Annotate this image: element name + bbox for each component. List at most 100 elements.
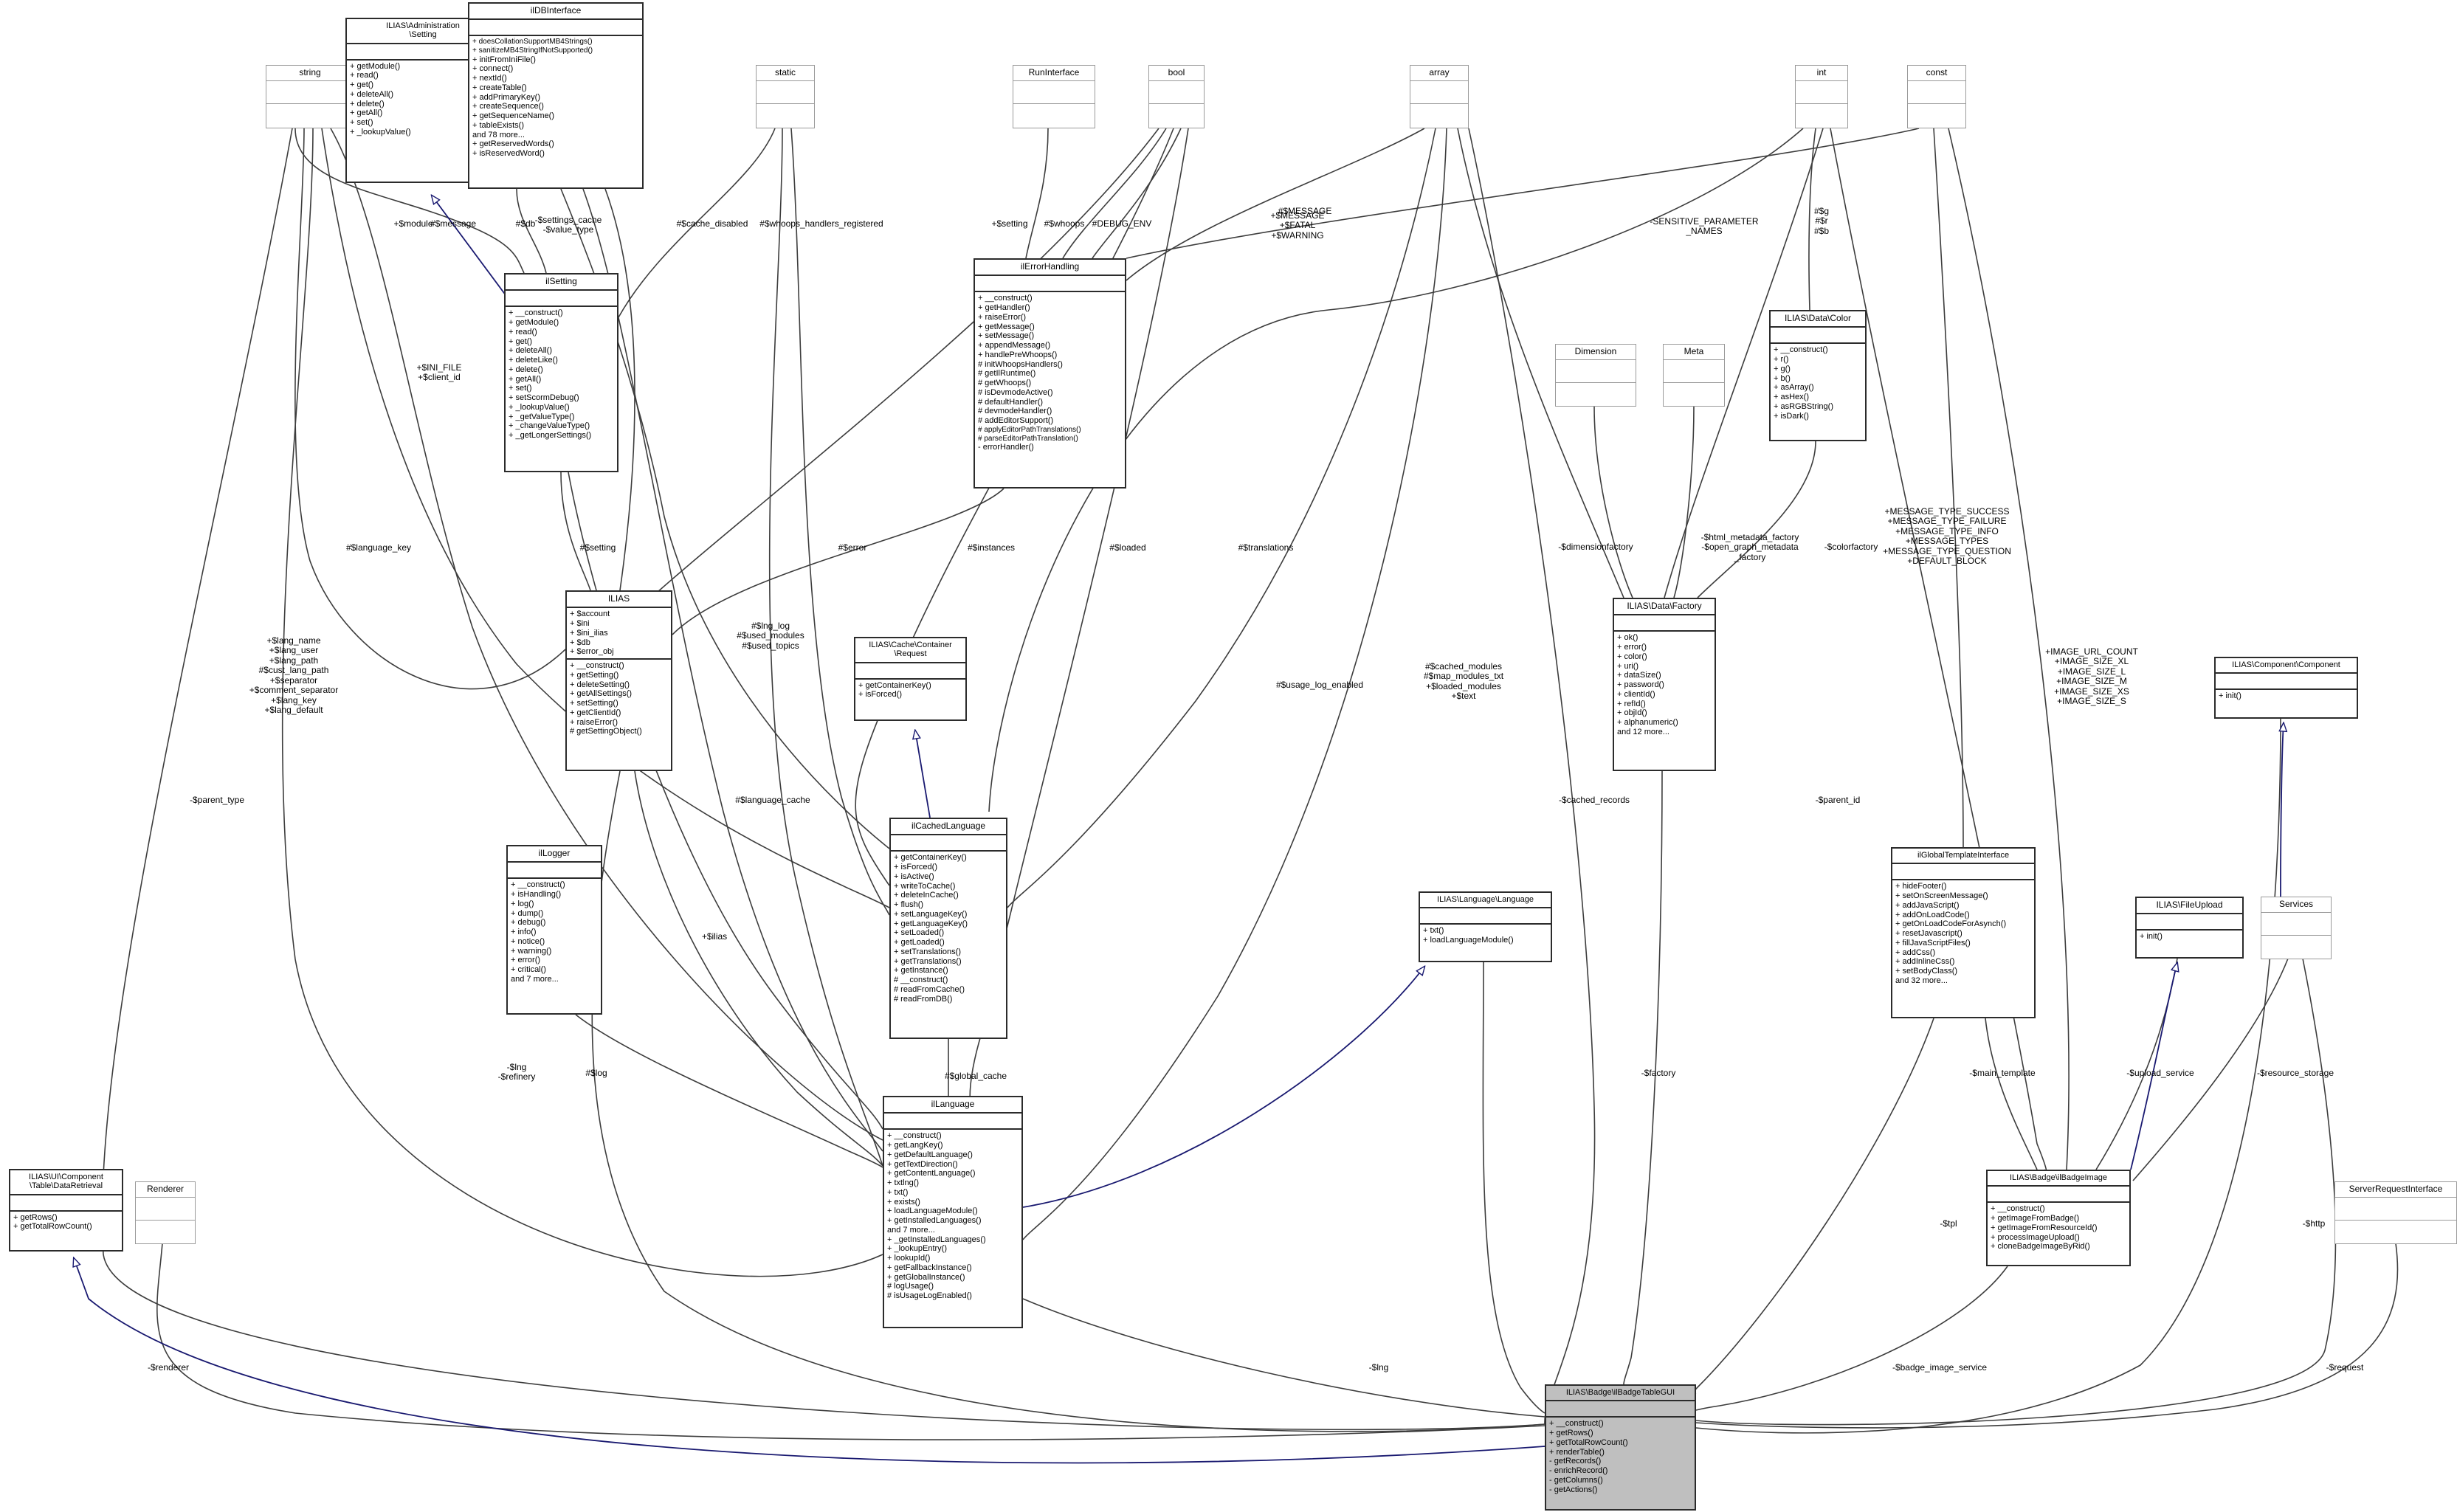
edge-label-upload-service: -$upload_service <box>2126 1068 2194 1078</box>
class-operation: + ok() <box>1617 633 1638 643</box>
class-node-operations: + __construct()+ getImageFromBadge()+ ge… <box>1988 1203 2129 1254</box>
class-node-attributes <box>757 81 814 105</box>
class-node-ilglobaltemplateinterface[interactable]: ilGlobalTemplateInterface+ hideFooter()+… <box>1891 847 2036 1018</box>
class-node-attributes <box>975 276 1125 293</box>
edge-label-ilias-lbl: +$ilias <box>701 931 728 942</box>
class-operation: + renderTable() <box>1549 1447 1605 1457</box>
class-node-ilias-data-color[interactable]: ILIAS\Data\Color+ __construct()+ r()+ g(… <box>1769 310 1867 441</box>
class-node-title: const <box>1908 66 1965 82</box>
class-node-ilcachedlanguage[interactable]: ilCachedLanguage+ getContainerKey()+ isF… <box>889 818 1007 1039</box>
class-node-operations <box>136 1221 195 1243</box>
class-operation: + __construct() <box>887 1131 942 1141</box>
class-node-ilerrorhandling[interactable]: ilErrorHandling + __construct()+ getHandl… <box>974 258 1126 489</box>
class-operation: + connect() <box>472 64 514 74</box>
class-node-operations: + init() <box>2216 690 2357 703</box>
edge-label-http-lbl: -$http <box>2302 1218 2326 1229</box>
class-operation: # initWhoopsHandlers() <box>978 359 1063 369</box>
class-node-illogger[interactable]: ilLogger+ __construct()+ isHandling()+ l… <box>506 845 602 1015</box>
class-operation: + getTextDirection() <box>887 1159 958 1169</box>
class-node-string[interactable]: string <box>266 65 354 128</box>
class-node-operations <box>2261 936 2331 959</box>
class-operation: + __construct() <box>978 294 1033 303</box>
class-node-services[interactable]: Services <box>2261 897 2332 960</box>
edge-label-settings-cache: -$settings_cache -$value_type <box>534 215 602 235</box>
class-operation: + __construct() <box>1549 1419 1604 1429</box>
class-attribute: + $db <box>570 638 590 647</box>
class-node-title: ILIAS\Data\Factory <box>1614 599 1715 616</box>
class-operation: + deleteAll() <box>350 89 394 99</box>
edge-label-factory-lbl: -$factory <box>1641 1068 1676 1078</box>
class-node-title: ILIAS\Cache\Container \Request <box>855 638 965 663</box>
class-node-ilias-cache-container-request[interactable]: ILIAS\Cache\Container \Request + getConta… <box>854 637 967 721</box>
class-operation: + txtlng() <box>887 1178 920 1188</box>
class-node-ilias[interactable]: ILIAS+ $account+ $ini+ $ini_ilias+ $db+ … <box>565 590 672 771</box>
class-operation: + dataSize() <box>1617 671 1661 680</box>
class-operation: + getContentLanguage() <box>887 1169 976 1178</box>
class-operation: + raiseError() <box>570 717 618 727</box>
class-node-const[interactable]: const <box>1907 65 1966 128</box>
class-operation: + getRows() <box>1549 1429 1593 1438</box>
class-node-attributes <box>469 20 642 37</box>
class-node-attributes <box>1013 81 1095 105</box>
edge-label-tpl-lbl: -$tpl <box>1940 1218 1957 1229</box>
edge-label-global-cache: #$global_cache <box>944 1071 1007 1081</box>
class-node-operations: + getContainerKey()+ isForced()+ isActiv… <box>891 852 1006 1006</box>
class-operation: + g() <box>1774 364 1791 373</box>
edge-label-instances: #$instances <box>967 542 1016 553</box>
class-node-bool[interactable]: bool <box>1148 65 1205 128</box>
class-node-illanguage[interactable]: ilLanguage+ __construct()+ getLangKey()+… <box>883 1096 1023 1328</box>
edge-label-resource-storage: -$resource_storage <box>2256 1068 2334 1078</box>
class-node-renderer[interactable]: Renderer <box>135 1181 196 1245</box>
class-operation: + txt() <box>887 1187 909 1197</box>
class-operation: + _getLongerSettings() <box>509 431 592 441</box>
class-operation: # isUsageLogEnabled() <box>887 1291 972 1301</box>
edge-label-colorfactory: -$colorfactory <box>1824 542 1878 552</box>
class-operation: + alphanumeric() <box>1617 718 1678 728</box>
class-node-array[interactable]: array <box>1410 65 1469 128</box>
class-operation: + getTotalRowCount() <box>13 1222 92 1232</box>
class-node-title: ilErrorHandling <box>975 260 1125 277</box>
class-operation: + dump() <box>511 908 544 918</box>
edge-label-message-types: +MESSAGE_TYPE_SUCCESS +MESSAGE_TYPE_FAIL… <box>1883 506 2011 567</box>
class-node-serverrequestinterface[interactable]: ServerRequestInterface <box>2334 1181 2457 1245</box>
class-node-ilias-ui-component-table-dataretrieval[interactable]: ILIAS\UI\Component \Table\DataRetrieval+… <box>9 1169 123 1252</box>
class-operation: + _lookupValue() <box>350 127 411 137</box>
class-operation: - getRecords() <box>1549 1457 1602 1466</box>
class-node-attributes <box>1796 81 1847 105</box>
class-node-int[interactable]: int <box>1795 65 1848 128</box>
class-node-title: static <box>757 66 814 82</box>
edge-label-lang-vars: +$lang_name +$lang_user +$lang_path #$cu… <box>249 635 339 716</box>
class-node-title: int <box>1796 66 1847 82</box>
class-node-operations: + __construct()+ getSetting()+ deleteSet… <box>567 660 671 739</box>
class-node-ilias-fileupload[interactable]: ILIAS\FileUpload+ init() <box>2135 897 2244 959</box>
class-node-ilias-data-factory[interactable]: ILIAS\Data\Factory+ ok()+ error()+ color… <box>1613 598 1716 771</box>
class-node-title: ILIAS\Component\Component <box>2216 658 2357 674</box>
class-node-static[interactable]: static <box>756 65 815 128</box>
class-node-dimension[interactable]: Dimension <box>1555 344 1636 407</box>
class-node-ilsetting[interactable]: ilSetting+ __construct()+ getModule()+ r… <box>504 273 618 472</box>
class-operation: + __construct() <box>511 880 565 890</box>
class-operation: + setScormDebug() <box>509 393 579 403</box>
edge-label-setting: +$setting <box>991 218 1028 229</box>
class-operation: + isForced() <box>858 690 902 700</box>
class-node-ilias-badge-ilbadgetablegui[interactable]: ILIAS\Badge\ilBadgeTableGUI+ __construct… <box>1545 1384 1696 1511</box>
class-operation: + r() <box>1774 355 1789 365</box>
class-node-attributes <box>508 863 601 880</box>
class-operation: + debug() <box>511 918 546 928</box>
class-node-attributes <box>1664 360 1724 384</box>
class-node-title: ILIAS\Badge\ilBadgeImage <box>1988 1171 2129 1187</box>
class-node-ilias-badge-ilbadgeimage[interactable]: ILIAS\Badge\ilBadgeImage + __construct()+… <box>1986 1170 2131 1266</box>
class-node-meta[interactable]: Meta <box>1663 344 1725 407</box>
class-node-ildbinterface[interactable]: ilDBInterface+ doesCollationSupportMB4St… <box>468 2 644 189</box>
class-operation: and 7 more... <box>887 1225 935 1235</box>
class-node-ilias-component-component[interactable]: ILIAS\Component\Component + init() <box>2214 657 2358 719</box>
class-operation: + getHandler() <box>978 303 1030 313</box>
class-operation: and 7 more... <box>511 974 559 984</box>
edge-label-language-cache: #$language_cache <box>735 795 810 805</box>
class-node-ilias-language-language[interactable]: ILIAS\Language\Language+ txt()+ loadLang… <box>1419 891 1552 962</box>
class-node-runinterface[interactable]: RunInterface <box>1013 65 1095 128</box>
class-operation: + getLoaded() <box>894 938 945 947</box>
class-operation: + critical() <box>511 965 546 975</box>
class-node-operations: + getContainerKey()+ isForced() <box>855 680 965 703</box>
class-operation: + log() <box>511 899 534 908</box>
